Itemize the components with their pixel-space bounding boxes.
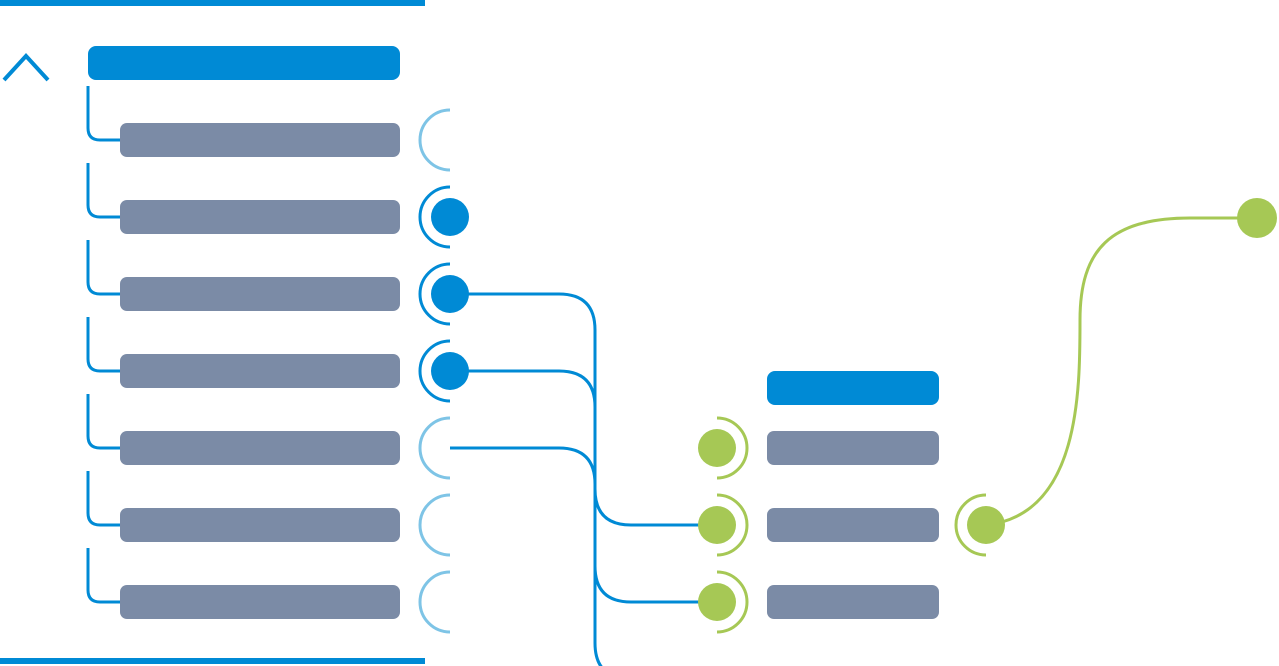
panel-bottom-rule bbox=[0, 658, 425, 664]
left-row bbox=[86, 548, 451, 634]
row-bar[interactable] bbox=[120, 123, 400, 157]
right-row bbox=[698, 416, 939, 480]
output-port-ring[interactable] bbox=[418, 108, 451, 172]
output-port-ring[interactable] bbox=[418, 262, 451, 326]
output-port-dot[interactable] bbox=[431, 198, 469, 236]
right-row-list bbox=[698, 416, 939, 634]
row-bar[interactable] bbox=[120, 354, 400, 388]
output-port-ring[interactable] bbox=[418, 570, 451, 634]
input-port-dot[interactable] bbox=[698, 429, 736, 467]
output-port-ring[interactable] bbox=[418, 416, 451, 480]
connection-wires bbox=[450, 292, 717, 666]
row-bar[interactable] bbox=[767, 585, 939, 619]
row-bar[interactable] bbox=[120, 508, 400, 542]
left-row bbox=[86, 317, 469, 403]
right-node-header[interactable] bbox=[767, 371, 939, 405]
right-row bbox=[698, 493, 939, 557]
left-row bbox=[86, 240, 469, 326]
tree-connector bbox=[86, 240, 120, 296]
output-port-ring[interactable] bbox=[418, 339, 451, 403]
output-link-group bbox=[954, 198, 1277, 557]
input-port-ring[interactable] bbox=[716, 570, 749, 634]
right-row bbox=[698, 570, 939, 634]
row-bar[interactable] bbox=[120, 200, 400, 234]
left-node-header[interactable] bbox=[88, 46, 400, 80]
row-bar[interactable] bbox=[767, 508, 939, 542]
left-row-list bbox=[86, 86, 469, 634]
left-row bbox=[86, 394, 451, 480]
row-bar[interactable] bbox=[767, 431, 939, 465]
output-port-ring[interactable] bbox=[418, 493, 451, 557]
row-bar[interactable] bbox=[120, 431, 400, 465]
left-row bbox=[86, 471, 451, 557]
tree-connector bbox=[86, 163, 120, 219]
left-row bbox=[86, 163, 469, 249]
input-port-ring[interactable] bbox=[716, 493, 749, 557]
tree-connector bbox=[86, 86, 120, 142]
tree-connector bbox=[86, 471, 120, 527]
connection-wire bbox=[450, 292, 717, 527]
row-bar[interactable] bbox=[120, 277, 400, 311]
left-row bbox=[86, 86, 451, 172]
output-port-ring[interactable] bbox=[418, 185, 451, 249]
tree-connector bbox=[86, 394, 120, 450]
output-endpoint-dot[interactable] bbox=[1237, 198, 1277, 238]
output-link-wire bbox=[985, 216, 1257, 527]
connection-wire bbox=[450, 446, 603, 666]
input-port-dot[interactable] bbox=[698, 583, 736, 621]
tree-connector bbox=[86, 548, 120, 604]
panel-top-rule bbox=[0, 0, 425, 6]
tree-connector bbox=[86, 317, 120, 373]
input-port-ring[interactable] bbox=[716, 416, 749, 480]
chevron-up-icon[interactable] bbox=[2, 53, 50, 82]
connection-wire bbox=[450, 369, 717, 604]
output-port-ring[interactable] bbox=[954, 493, 987, 557]
output-port-dot[interactable] bbox=[967, 506, 1005, 544]
row-bar[interactable] bbox=[120, 585, 400, 619]
input-port-dot[interactable] bbox=[698, 506, 736, 544]
